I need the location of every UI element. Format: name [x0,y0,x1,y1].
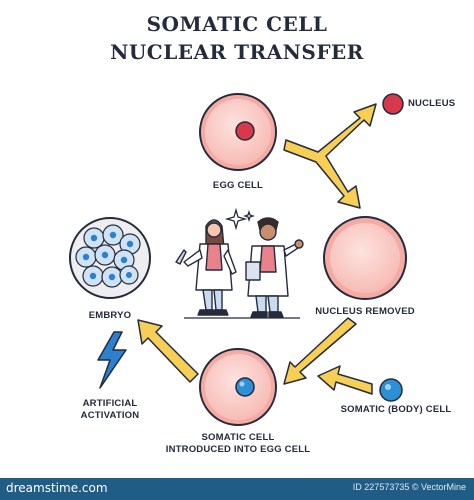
nucleus-icon [382,93,404,115]
footer-ids: ID 227573735 © VectorMine [352,482,466,492]
label-embryo: EMBRYO [88,310,132,321]
arrow-from-somatic [317,365,373,395]
somatic-cell-icon [379,378,403,402]
lightning-bolt-icon [97,331,127,389]
title-line-1: SOMATIC CELL [146,12,328,36]
label-introduced-line2: INTRODUCED INTO EGG CELL [165,444,311,455]
arrow-to-reconstructed [283,317,357,385]
enucleated-cell-icon [323,216,407,300]
label-somatic-body-cell: SOMATIC (BODY) CELL [340,404,452,415]
label-introduced: SOMATIC CELL INTRODUCED INTO EGG CELL [148,432,328,456]
label-artificial-activation: ARTIFICIAL ACTIVATION [60,398,160,422]
label-artificial-line2: ACTIVATION [80,410,140,421]
footer-bar: dreamstime.com ID 227573735 © VectorMine [0,478,474,500]
arrow-to-embryo [137,319,199,383]
split-arrow [283,103,377,209]
label-introduced-line1: SOMATIC CELL [201,432,275,443]
embryo-icon [69,217,151,299]
label-egg-cell: EGG CELL [212,180,264,191]
label-artificial-line1: ARTIFICIAL [82,398,138,409]
title-line-2: NUCLEAR TRANSFER [110,40,364,64]
egg-cell-icon [199,93,277,171]
footer-brand: dreamstime.com [6,481,108,495]
sparkle-icon [224,207,256,231]
reconstructed-cell-icon [199,348,277,426]
label-nucleus: NUCLEUS [408,98,456,109]
process-arrows [137,103,377,395]
label-nucleus-removed: NUCLEUS REMOVED [315,306,415,317]
scientists-illustration [175,217,304,319]
diagram-art [69,93,407,426]
